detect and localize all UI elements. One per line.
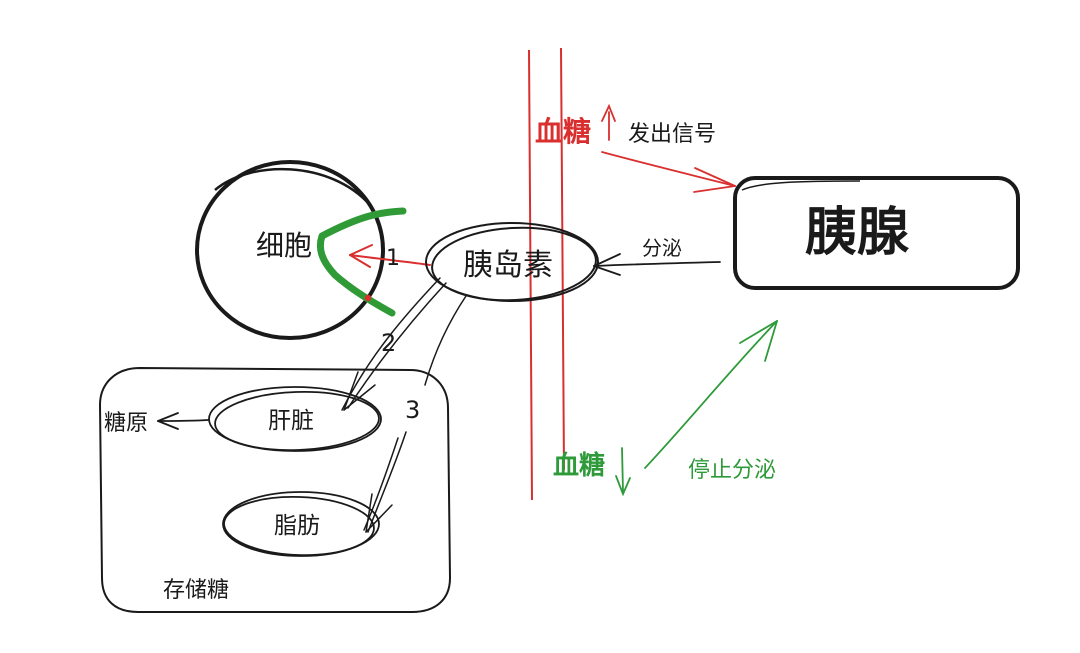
step-3-label: 3 [405, 396, 420, 424]
cell-circle [195, 160, 385, 340]
green-marker-dot [364, 294, 372, 302]
green-marker-stroke [316, 207, 407, 317]
arrow-insulin-to-cell [349, 244, 431, 268]
stop-secrete-label: 停止分泌 [688, 458, 776, 483]
step-2-label: 2 [381, 329, 396, 357]
storage-label: 存储糖 [163, 578, 229, 603]
arrow-low-to-pancreas [615, 320, 778, 497]
blood-sugar-high-label: 血糖 [535, 115, 591, 148]
storage-box [98, 366, 452, 613]
glycogen-label: 糖原 [104, 411, 148, 436]
liver-label: 肝脏 [268, 408, 314, 434]
insulin-label: 胰岛素 [463, 248, 553, 283]
insulin-ellipse [425, 222, 599, 302]
pancreas-label: 胰腺 [805, 203, 910, 263]
arrow-insulin-to-fat [363, 295, 467, 533]
cell-label: 细胞 [256, 229, 312, 262]
fat-ellipse [222, 491, 380, 557]
liver-ellipse [208, 386, 382, 452]
arrow-signal-to-pancreas [601, 103, 736, 193]
send-signal-label: 发出信号 [628, 122, 716, 147]
blood-sugar-low-label: 血糖 [553, 450, 605, 481]
arrow-pancreas-to-insulin [593, 253, 721, 276]
blood-vessel-lines [528, 47, 565, 501]
step-1-label: 1 [386, 246, 400, 271]
pancreas-box [733, 176, 1020, 290]
secrete-label: 分泌 [642, 236, 682, 260]
arrow-insulin-to-liver [341, 277, 447, 411]
arrow-liver-to-glycogen [157, 412, 209, 430]
fat-label: 脂肪 [274, 513, 320, 539]
